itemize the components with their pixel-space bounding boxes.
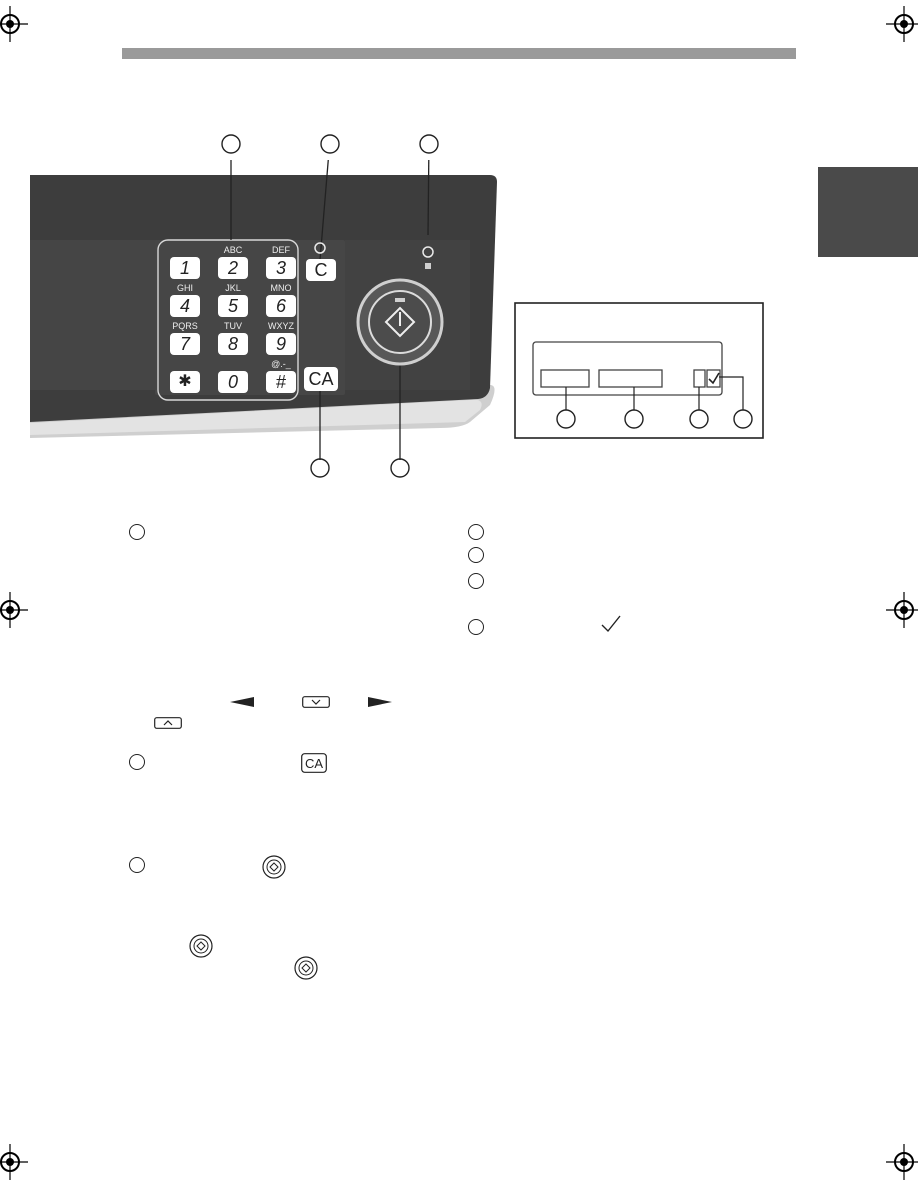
key-digit: 6 xyxy=(266,295,296,317)
keypad-key-0[interactable]: 0 xyxy=(214,359,252,393)
check-mark-icon xyxy=(708,372,720,385)
operation-panel xyxy=(30,160,497,460)
display-field-2 xyxy=(598,369,663,388)
key-digit: 3 xyxy=(266,257,296,279)
registration-mark-icon xyxy=(0,592,28,628)
keypad-key-2[interactable]: ABC 2 xyxy=(214,245,252,279)
key-letters: PQRS xyxy=(172,321,198,331)
registration-mark-icon xyxy=(886,592,918,628)
key-digit: 2 xyxy=(218,257,248,279)
numeric-keypad: 1 ABC 2 DEF 3 GHI 4 JKL 5 MNO 6 PQRS 7 T… xyxy=(166,245,296,400)
key-letters xyxy=(166,245,204,255)
display-diagram xyxy=(514,302,764,439)
right-arrow-icon xyxy=(368,697,392,707)
key-letters: GHI xyxy=(176,283,193,293)
key-letters: ABC xyxy=(223,245,243,255)
left-arrow-icon xyxy=(230,697,254,707)
check-mark-icon xyxy=(601,615,621,633)
list-marker-6 xyxy=(468,524,484,540)
list-marker-8 xyxy=(468,573,484,589)
key-digit: 1 xyxy=(170,257,200,279)
start-diamond-icon xyxy=(384,306,416,338)
keypad-key-star[interactable]: ✱ xyxy=(166,359,204,393)
registration-mark-icon xyxy=(0,6,28,42)
key-digit: # xyxy=(266,371,296,393)
list-marker-5 xyxy=(129,857,145,873)
keypad-key-hash[interactable]: @.-_ # xyxy=(262,359,300,393)
start-key-icon xyxy=(189,934,213,958)
keypad-key-1[interactable]: 1 xyxy=(166,245,204,279)
keypad-key-5[interactable]: JKL 5 xyxy=(214,283,252,317)
display-field-3 xyxy=(693,369,706,388)
start-key-icon xyxy=(262,855,286,879)
key-letters xyxy=(214,359,252,369)
callout-2 xyxy=(320,134,340,154)
registration-mark-icon xyxy=(886,6,918,42)
clear-all-key-icon: CA xyxy=(301,753,327,773)
key-digit: 8 xyxy=(218,333,248,355)
clear-all-key[interactable]: CA xyxy=(304,367,338,391)
registration-mark-icon xyxy=(886,1144,918,1180)
keypad-key-4[interactable]: GHI 4 xyxy=(166,283,204,317)
keypad-key-9[interactable]: WXYZ 9 xyxy=(262,321,300,355)
keypad-key-3[interactable]: DEF 3 xyxy=(262,245,300,279)
clear-key[interactable]: C xyxy=(306,259,336,281)
key-letters: MNO xyxy=(270,283,292,293)
key-digit: 4 xyxy=(170,295,200,317)
list-marker-4 xyxy=(129,754,145,770)
key-digit: 0 xyxy=(218,371,248,393)
header-bar xyxy=(122,48,796,59)
display-field-4 xyxy=(706,369,721,388)
list-marker-1 xyxy=(129,524,145,540)
power-save-icon xyxy=(422,246,434,258)
key-letters: TUV xyxy=(224,321,242,331)
key-digit: 9 xyxy=(266,333,296,355)
list-marker-9 xyxy=(468,619,484,635)
keypad-key-6[interactable]: MNO 6 xyxy=(262,283,300,317)
display-field-1 xyxy=(540,369,590,388)
registration-mark-icon xyxy=(0,1144,28,1180)
key-letters: @.-_ xyxy=(271,359,291,369)
down-arrow-key-icon xyxy=(302,696,330,708)
callout-3 xyxy=(419,134,439,154)
keypad-key-8[interactable]: TUV 8 xyxy=(214,321,252,355)
chapter-tab xyxy=(818,167,918,257)
list-marker-7 xyxy=(468,547,484,563)
stop-icon xyxy=(314,242,326,254)
start-key-icon xyxy=(294,956,318,980)
svg-text:CA: CA xyxy=(305,756,323,771)
key-letters: JKL xyxy=(225,283,241,293)
callout-leaders xyxy=(221,134,439,478)
callout-1 xyxy=(221,134,241,154)
key-digit: ✱ xyxy=(170,371,200,393)
key-digit: 5 xyxy=(218,295,248,317)
keypad-key-7[interactable]: PQRS 7 xyxy=(166,321,204,355)
key-digit: 7 xyxy=(170,333,200,355)
key-letters: WXYZ xyxy=(268,321,294,331)
up-arrow-key-icon xyxy=(154,717,182,729)
key-letters: DEF xyxy=(272,245,290,255)
key-letters xyxy=(166,359,204,369)
